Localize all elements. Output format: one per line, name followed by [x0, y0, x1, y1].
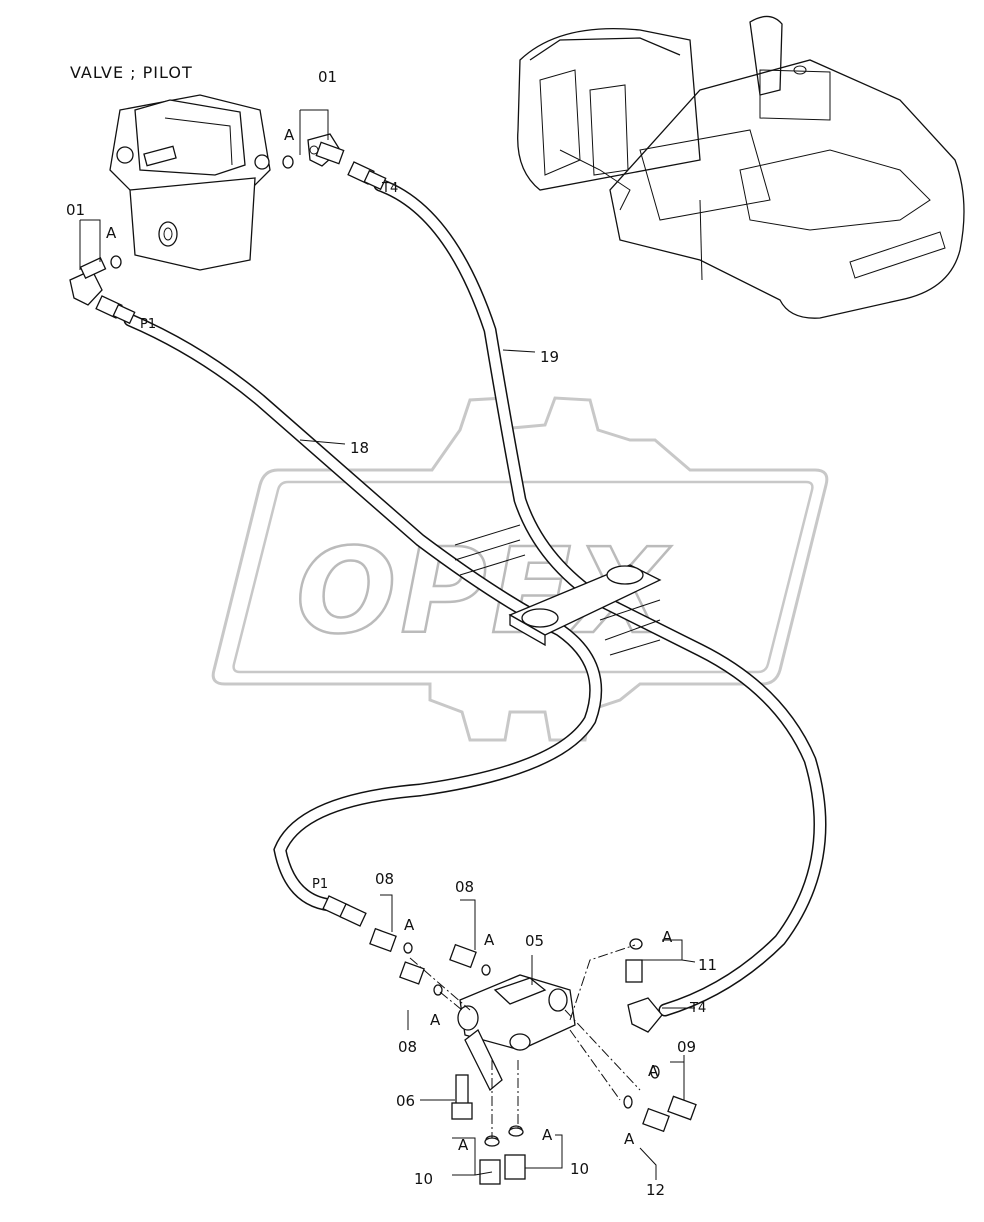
seal-label: A	[542, 1126, 553, 1144]
hose-end-p1-top	[95, 295, 136, 325]
seal-label: A	[484, 931, 495, 949]
adapter-09	[650, 1065, 697, 1121]
hose-end-p1-bottom	[322, 895, 367, 927]
elbow-fitting-t4-bottom	[627, 997, 663, 1033]
seal-rings	[484, 1127, 524, 1147]
port-label-t4-bottom: T4	[689, 1001, 706, 1016]
adapter-08-b	[449, 943, 491, 976]
callout-06: 06	[396, 1092, 415, 1110]
port-label-p1-bottom: P1	[312, 877, 328, 892]
callout-10-left: 10	[414, 1170, 433, 1188]
excavator-illustration	[517, 15, 965, 319]
callout-08-a: 08	[375, 870, 394, 888]
adapter-08-c	[399, 961, 443, 996]
callout-12: 12	[646, 1181, 665, 1199]
callout-19: 19	[540, 348, 559, 366]
elbow-fitting-01-left	[69, 257, 107, 306]
callout-09: 09	[677, 1038, 696, 1056]
callout-01-left: 01	[66, 201, 85, 219]
seal-label: A	[624, 1130, 635, 1148]
elbow-fitting-01-top	[307, 133, 345, 167]
shuttle-valve-05	[457, 974, 576, 1092]
seal-label: A	[648, 1062, 659, 1080]
o-ring	[282, 155, 294, 169]
callout-05: 05	[525, 932, 544, 950]
callout-11: 11	[698, 956, 717, 974]
hose-end-t4-top	[347, 161, 387, 191]
diagram-title: VALVE ; PILOT	[70, 63, 193, 82]
centre-lines	[409, 944, 641, 1140]
callout-08-c: 08	[398, 1038, 417, 1056]
adapter-12	[623, 1095, 670, 1133]
port-label-t4-top: T4	[381, 181, 398, 196]
callout-18: 18	[350, 439, 369, 457]
bolt-06	[451, 1074, 473, 1120]
pilot-valve-body	[109, 94, 271, 271]
seal-label: A	[662, 928, 673, 946]
port-label-p1-top: P1	[140, 317, 156, 332]
seal-label: A	[284, 126, 295, 144]
hose-18	[123, 313, 603, 912]
leader-lines	[79, 109, 696, 1180]
adapter-11	[625, 938, 643, 983]
seal-label: A	[404, 916, 415, 934]
callout-10-right: 10	[570, 1160, 589, 1178]
o-ring	[110, 255, 122, 269]
callout-08-b: 08	[455, 878, 474, 896]
seal-label: A	[458, 1136, 469, 1154]
hose-clamp-bracket	[454, 524, 662, 656]
adapter-08-a	[369, 927, 413, 954]
callout-01-top: 01	[318, 68, 337, 86]
seal-label: A	[106, 224, 117, 242]
hose-19	[373, 178, 827, 1017]
seal-label: A	[430, 1011, 441, 1029]
watermark-logo: OPEX	[211, 396, 829, 742]
